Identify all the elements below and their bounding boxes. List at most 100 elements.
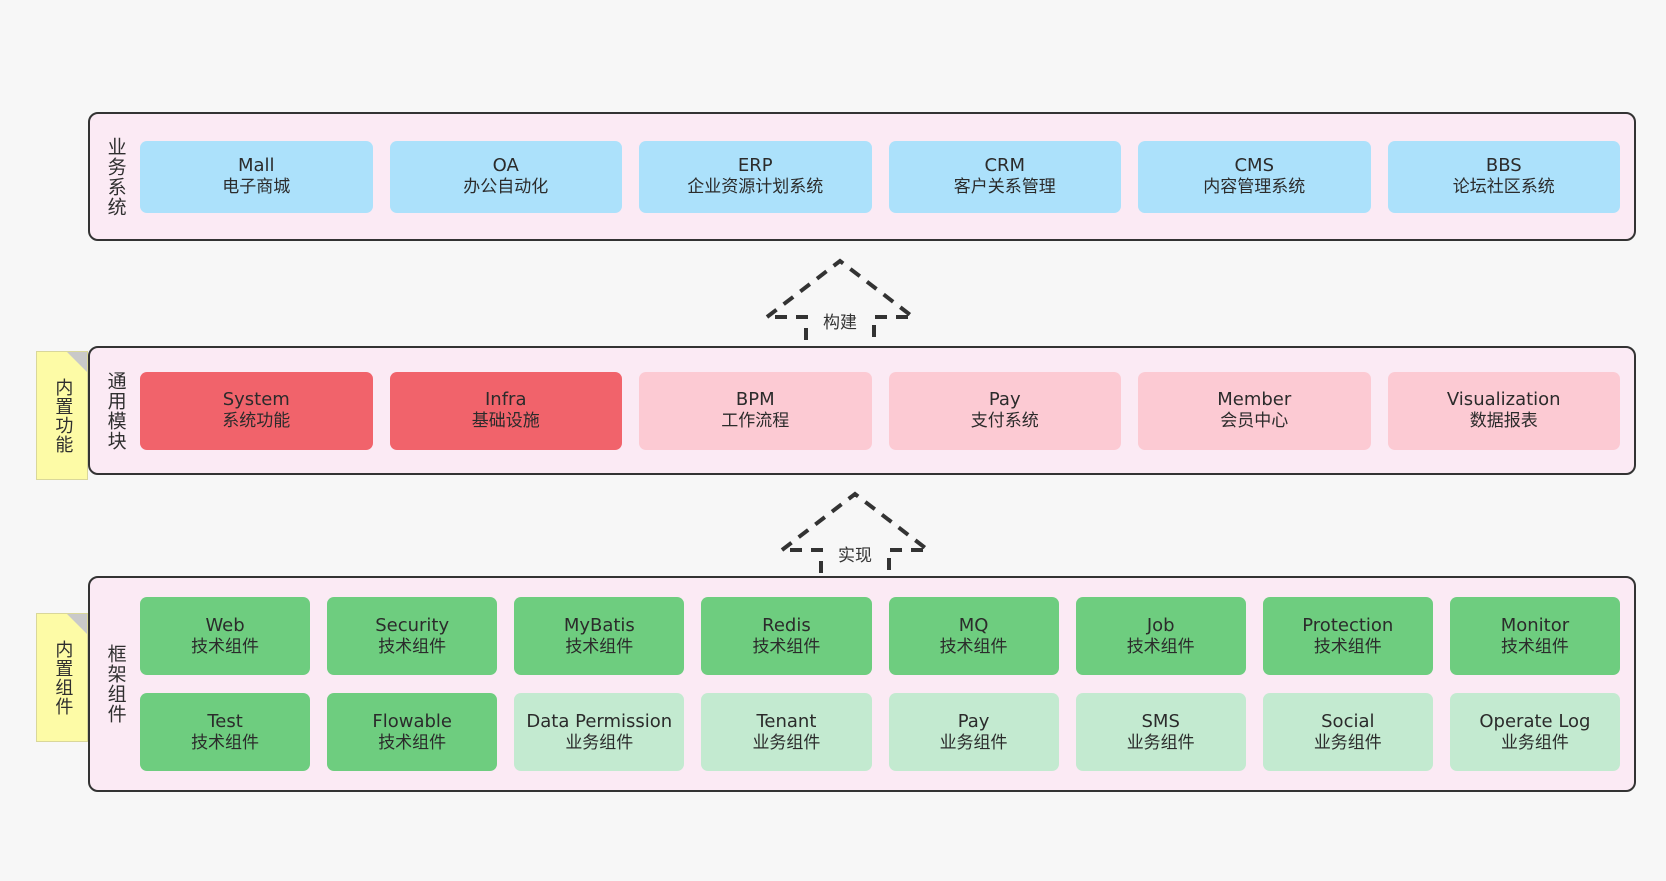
- card-title: MyBatis: [563, 614, 635, 636]
- note-text: 内置组件: [52, 639, 74, 716]
- card-subtitle: 业务组件: [1313, 732, 1382, 753]
- card-title: Flowable: [372, 710, 452, 732]
- card-test[interactable]: Test 技术组件: [140, 693, 311, 771]
- card-subtitle: 内容管理系统: [1203, 177, 1306, 198]
- card-bbs[interactable]: BBS 论坛社区系统: [1387, 140, 1620, 213]
- card-subtitle: 办公自动化: [463, 177, 549, 198]
- card-row: System 系统功能 Infra 基础设施 BPM 工作流程 Pay 支付系统…: [140, 371, 1620, 450]
- layer-body-framework-components: Web 技术组件 Security 技术组件 MyBatis 技术组件 Redi…: [140, 578, 1634, 790]
- card-system[interactable]: System 系统功能: [140, 371, 373, 450]
- generalization-arrow-icon: [761, 258, 919, 353]
- card-row: Mall 电子商城 OA 办公自动化 ERP 企业资源计划系统 CRM 客户关系…: [140, 140, 1620, 213]
- card-title: Pay: [957, 710, 990, 732]
- folded-corner-icon: [67, 352, 87, 372]
- card-title: OA: [492, 155, 519, 177]
- note-builtin-function: 内置功能: [36, 351, 88, 480]
- arrow-label-implement: 实现: [838, 546, 872, 566]
- card-title: Mall: [237, 155, 275, 177]
- layer-common-modules: 通用模块 System 系统功能 Infra 基础设施 BPM 工作流程 Pay…: [88, 346, 1636, 475]
- card-job[interactable]: Job 技术组件: [1075, 597, 1246, 675]
- card-subtitle: 电子商城: [222, 177, 291, 198]
- card-pay-module[interactable]: Pay 支付系统: [888, 371, 1121, 450]
- card-subtitle: 客户关系管理: [953, 177, 1056, 198]
- card-title: Member: [1217, 389, 1292, 411]
- card-web[interactable]: Web 技术组件: [140, 597, 311, 675]
- card-social[interactable]: Social 业务组件: [1262, 693, 1433, 771]
- card-subtitle: 业务组件: [752, 732, 821, 753]
- card-title: Visualization: [1446, 389, 1561, 411]
- card-title: Operate Log: [1479, 710, 1591, 732]
- card-pay-component[interactable]: Pay 业务组件: [888, 693, 1059, 771]
- layer-body-business-systems: Mall 电子商城 OA 办公自动化 ERP 企业资源计划系统 CRM 客户关系…: [140, 114, 1634, 239]
- card-subtitle: 企业资源计划系统: [687, 177, 824, 198]
- layer-title-business-systems: 业务系统: [104, 136, 127, 217]
- card-tenant[interactable]: Tenant 业务组件: [701, 693, 872, 771]
- card-mybatis[interactable]: MyBatis 技术组件: [514, 597, 685, 675]
- card-title: Web: [205, 614, 245, 636]
- card-oa[interactable]: OA 办公自动化: [389, 140, 622, 213]
- card-subtitle: 技术组件: [191, 732, 260, 753]
- card-title: Social: [1321, 710, 1375, 732]
- uml-arrow-build: 构建: [755, 255, 925, 353]
- layer-title-framework-components: 框架组件: [104, 644, 127, 724]
- card-subtitle: 业务组件: [1126, 732, 1195, 753]
- card-subtitle: 支付系统: [970, 411, 1039, 432]
- card-redis[interactable]: Redis 技术组件: [701, 597, 872, 675]
- card-title: Protection: [1302, 614, 1394, 636]
- card-title: ERP: [737, 155, 773, 177]
- card-title: Monitor: [1500, 614, 1570, 636]
- card-subtitle: 工作流程: [721, 411, 790, 432]
- card-subtitle: 基础设施: [471, 411, 540, 432]
- card-row: Test 技术组件 Flowable 技术组件 Data Permission …: [140, 693, 1620, 771]
- card-security[interactable]: Security 技术组件: [327, 597, 498, 675]
- card-title: System: [222, 389, 290, 411]
- card-title: Job: [1146, 614, 1175, 636]
- layer-business-systems: 业务系统 Mall 电子商城 OA 办公自动化 ERP 企业资源计划系统 CRM…: [88, 112, 1636, 241]
- card-title: BPM: [735, 389, 775, 411]
- card-title: Data Permission: [526, 710, 673, 732]
- card-monitor[interactable]: Monitor 技术组件: [1449, 597, 1620, 675]
- card-title: Test: [207, 710, 243, 732]
- layer-body-common-modules: System 系统功能 Infra 基础设施 BPM 工作流程 Pay 支付系统…: [140, 348, 1634, 473]
- card-subtitle: 技术组件: [191, 636, 260, 657]
- card-subtitle: 论坛社区系统: [1452, 177, 1555, 198]
- card-title: CMS: [1234, 155, 1275, 177]
- card-erp[interactable]: ERP 企业资源计划系统: [639, 140, 872, 213]
- card-data-permission[interactable]: Data Permission 业务组件: [514, 693, 685, 771]
- card-subtitle: 业务组件: [939, 732, 1008, 753]
- card-cms[interactable]: CMS 内容管理系统: [1138, 140, 1371, 213]
- card-title: Redis: [762, 614, 811, 636]
- card-title: CRM: [984, 155, 1026, 177]
- card-subtitle: 业务组件: [1500, 732, 1569, 753]
- layer-framework-components: 框架组件 Web 技术组件 Security 技术组件 MyBatis 技术组件…: [88, 576, 1636, 792]
- card-mall[interactable]: Mall 电子商城: [140, 140, 373, 213]
- card-subtitle: 会员中心: [1220, 411, 1289, 432]
- card-title: Pay: [988, 389, 1021, 411]
- card-subtitle: 业务组件: [565, 732, 634, 753]
- card-subtitle: 技术组件: [1500, 636, 1569, 657]
- card-flowable[interactable]: Flowable 技术组件: [327, 693, 498, 771]
- card-protection[interactable]: Protection 技术组件: [1262, 597, 1433, 675]
- card-sms[interactable]: SMS 业务组件: [1075, 693, 1246, 771]
- card-title: MQ: [958, 614, 989, 636]
- card-visualization[interactable]: Visualization 数据报表: [1387, 371, 1620, 450]
- card-member[interactable]: Member 会员中心: [1138, 371, 1371, 450]
- layer-title-common-modules: 通用模块: [104, 370, 127, 451]
- card-operate-log[interactable]: Operate Log 业务组件: [1449, 693, 1620, 771]
- folded-corner-icon: [67, 614, 87, 634]
- card-title: BBS: [1485, 155, 1522, 177]
- arrow-label-build: 构建: [823, 313, 857, 333]
- card-subtitle: 技术组件: [1313, 636, 1382, 657]
- card-bpm[interactable]: BPM 工作流程: [639, 371, 872, 450]
- card-infra[interactable]: Infra 基础设施: [389, 371, 622, 450]
- card-crm[interactable]: CRM 客户关系管理: [888, 140, 1121, 213]
- card-row: Web 技术组件 Security 技术组件 MyBatis 技术组件 Redi…: [140, 597, 1620, 675]
- card-title: SMS: [1141, 710, 1180, 732]
- card-subtitle: 技术组件: [752, 636, 821, 657]
- note-builtin-component: 内置组件: [36, 613, 88, 742]
- note-text: 内置功能: [52, 377, 74, 454]
- generalization-arrow-icon: [776, 491, 934, 586]
- card-subtitle: 技术组件: [378, 636, 447, 657]
- card-mq[interactable]: MQ 技术组件: [888, 597, 1059, 675]
